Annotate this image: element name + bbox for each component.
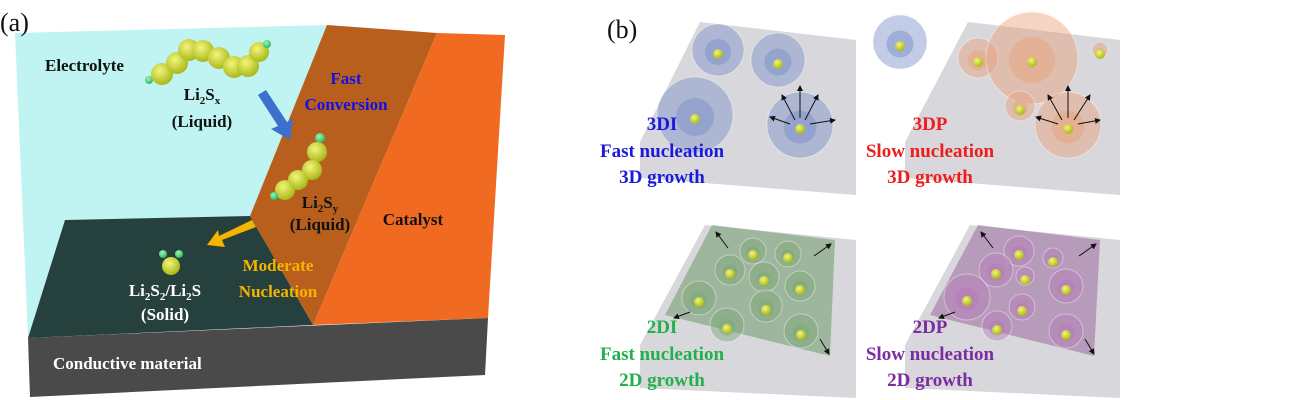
nucleus xyxy=(962,296,972,306)
nucleus xyxy=(759,276,769,286)
nucleus xyxy=(783,253,793,263)
slab-3dp xyxy=(905,22,1120,195)
quadrant-3di-line2: 3D growth xyxy=(619,167,705,188)
quadrant-3di-code: 3DI xyxy=(647,114,678,135)
panel-b-label: (b) xyxy=(607,15,637,44)
nucleus xyxy=(795,285,805,295)
electrolyte-region xyxy=(15,25,327,338)
nucleus xyxy=(1061,285,1071,295)
quadrant-2dp-line2: 2D growth xyxy=(887,370,973,391)
blue-arrow xyxy=(258,90,293,140)
li2sy-molecule xyxy=(270,133,327,200)
nucleus xyxy=(1017,306,1027,316)
nucleus xyxy=(991,269,1001,279)
catalyst-label: Catalyst xyxy=(383,210,444,229)
moderate-label: Moderate xyxy=(243,256,314,275)
nucleus xyxy=(1014,250,1024,260)
quadrant-3dp-line2: 3D growth xyxy=(887,167,973,188)
quadrant-3di-line1: Fast nucleation xyxy=(600,141,724,162)
growth-arrows xyxy=(673,85,1101,355)
quadrant-2di-line2: 2D growth xyxy=(619,370,705,391)
quadrant-labels: 3DI Fast nucleation 3D growth 3DP Slow nucle… xyxy=(600,114,995,391)
electrolyte-label: Electrolyte xyxy=(45,56,124,75)
layer-2dp xyxy=(930,225,1100,356)
panel-a: (a) Electrolyte xyxy=(0,8,505,397)
conversion-label: Conversion xyxy=(304,95,388,114)
li2sx-formula: Li2Sx xyxy=(184,85,221,107)
nucleus xyxy=(1015,105,1025,115)
nucleus xyxy=(1048,257,1058,267)
li2sx-molecule xyxy=(145,39,271,85)
quadrant-3dp-line1: Slow nucleation xyxy=(866,141,995,162)
nucleus xyxy=(1061,330,1071,340)
quadrant-2di-code: 2DI xyxy=(647,317,678,338)
li2s2-formula: Li2S2/Li2S xyxy=(129,281,201,303)
nucleus xyxy=(895,41,905,51)
panel-b: (b) 3DI Fast nucleation 3D growth 3DP Slow n… xyxy=(600,11,1120,398)
nucleus xyxy=(1095,49,1105,59)
nucleus xyxy=(690,114,700,124)
li2s-molecule xyxy=(159,250,183,275)
nucleus xyxy=(713,49,723,59)
quadrant-2di-line1: Fast nucleation xyxy=(600,344,724,365)
nucleus xyxy=(973,57,983,67)
nucleus xyxy=(1027,57,1037,67)
li2sy-formula: Li2Sy xyxy=(302,193,339,215)
nucleus xyxy=(722,324,732,334)
nucleus xyxy=(1020,275,1030,285)
li2sx-state: (Liquid) xyxy=(172,112,232,131)
nucleus xyxy=(773,59,783,69)
nucleus xyxy=(795,124,805,134)
nucleation-label: Nucleation xyxy=(239,282,318,301)
conductive-base xyxy=(28,318,488,397)
li2s2-state: (Solid) xyxy=(141,305,189,324)
nucleus xyxy=(694,297,704,307)
catalyst-region xyxy=(313,33,505,325)
nucleus xyxy=(992,325,1002,335)
catalyst-dark-face xyxy=(250,25,437,325)
fast-label: Fast xyxy=(330,69,362,88)
quadrant-2dp-line1: Slow nucleation xyxy=(866,344,995,365)
yellow-arrow xyxy=(207,220,256,247)
li2sy-state: (Liquid) xyxy=(290,215,350,234)
nucleus xyxy=(761,305,771,315)
slab-3di xyxy=(640,22,856,195)
nuclei-domes xyxy=(656,11,1109,349)
nucleus xyxy=(748,250,758,260)
conductive-label: Conductive material xyxy=(53,354,202,373)
quadrant-2dp-code: 2DP xyxy=(913,317,948,338)
nucleus xyxy=(725,269,735,279)
quadrant-3dp-code: 3DP xyxy=(913,114,948,135)
nucleus xyxy=(1063,124,1073,134)
panel-a-label: (a) xyxy=(0,8,29,37)
nucleus xyxy=(796,330,806,340)
floor-region xyxy=(28,216,313,338)
